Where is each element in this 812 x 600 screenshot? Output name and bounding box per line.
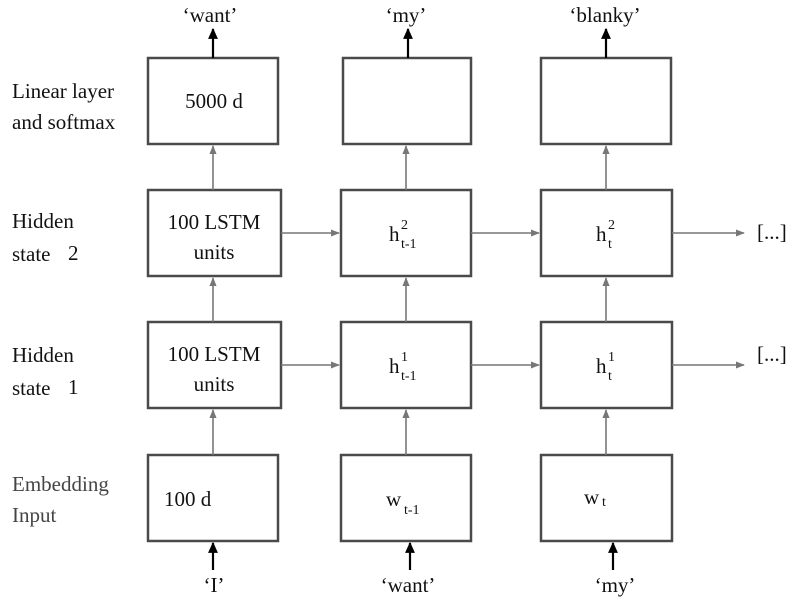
h1-t-symbol: h 1 t bbox=[596, 350, 615, 384]
row-label-embedding-line1: Embedding bbox=[12, 472, 109, 496]
linear-dim-label: 5000 d bbox=[185, 89, 243, 113]
hidden1-box-1 bbox=[146, 320, 283, 410]
hidden2-lstm-line2: units bbox=[194, 240, 235, 264]
hidden2-lstm-line1: 100 LSTM bbox=[168, 210, 261, 234]
h2-t-minus-1-symbol: h 2 t-1 bbox=[389, 218, 417, 252]
w-cur-sub: t bbox=[602, 495, 606, 510]
hidden2-box-2 bbox=[339, 188, 473, 278]
row-label-hidden-state-2: Hidden state 2 bbox=[12, 209, 79, 266]
h2-t-symbol: h 2 t bbox=[596, 218, 615, 252]
row-label-embedding: Embedding Input bbox=[12, 472, 109, 527]
continuation-hidden2: [...] bbox=[757, 220, 787, 244]
linear-box-2 bbox=[341, 56, 473, 146]
h2-prev-sup: 2 bbox=[401, 218, 408, 233]
hidden1-lstm-line2: units bbox=[194, 372, 235, 396]
h2-prev-base: h bbox=[389, 222, 400, 246]
input-word-3: ‘my’ bbox=[595, 573, 636, 597]
hidden1-box-3 bbox=[539, 320, 674, 410]
w-t-minus-1-symbol: w t-1 bbox=[386, 487, 420, 518]
input-word-1: ‘I’ bbox=[204, 573, 225, 597]
output-word-3: ‘blanky’ bbox=[569, 3, 640, 27]
h2-cur-base: h bbox=[596, 222, 607, 246]
row-label-hidden1-line1: Hidden bbox=[12, 343, 74, 367]
row-label-hidden-state-1: Hidden state 1 bbox=[12, 343, 79, 400]
output-word-1: ‘want’ bbox=[183, 3, 238, 27]
linear-box-1 bbox=[146, 56, 280, 146]
h2-cur-sub: t bbox=[608, 237, 612, 252]
w-t-symbol: w t bbox=[584, 485, 606, 510]
h1-t-minus-1-symbol: h 1 t-1 bbox=[389, 350, 417, 384]
h1-prev-sub: t-1 bbox=[401, 369, 417, 384]
embedding-box-2 bbox=[339, 453, 473, 543]
row-label-linear-line1: Linear layer bbox=[12, 79, 114, 103]
h1-prev-sup: 1 bbox=[401, 350, 408, 365]
embedding-box-3 bbox=[539, 453, 674, 543]
embedding-dim-label: 100 d bbox=[164, 487, 212, 511]
w-cur-base: w bbox=[584, 485, 600, 509]
hidden1-lstm-line1: 100 LSTM bbox=[168, 342, 261, 366]
row-label-hidden1-number: 1 bbox=[68, 375, 79, 399]
input-word-2: ‘want’ bbox=[381, 573, 436, 597]
row-label-embedding-line2: Input bbox=[12, 503, 56, 527]
h1-cur-base: h bbox=[596, 354, 607, 378]
h1-cur-sub: t bbox=[608, 369, 612, 384]
continuation-hidden1: [...] bbox=[757, 342, 787, 366]
linear-box-3 bbox=[539, 56, 673, 146]
w-prev-sub: t-1 bbox=[404, 503, 420, 518]
row-label-linear-line2: and softmax bbox=[12, 110, 116, 134]
w-prev-base: w bbox=[386, 487, 402, 511]
row-label-hidden2-number: 2 bbox=[68, 241, 79, 265]
row-label-hidden1-line2: state bbox=[12, 376, 50, 400]
embedding-box-1 bbox=[146, 453, 280, 543]
h1-prev-base: h bbox=[389, 354, 400, 378]
h1-cur-sup: 1 bbox=[608, 350, 615, 365]
row-label-hidden2-line2: state bbox=[12, 242, 50, 266]
h2-prev-sub: t-1 bbox=[401, 237, 417, 252]
row-label-linear: Linear layer and softmax bbox=[12, 79, 116, 134]
hidden2-box-3 bbox=[539, 188, 674, 278]
output-word-2: ‘my’ bbox=[386, 3, 427, 27]
hidden2-box-1 bbox=[146, 188, 283, 278]
hidden1-box-2 bbox=[339, 320, 473, 410]
row-label-hidden2-line1: Hidden bbox=[12, 209, 74, 233]
h2-cur-sup: 2 bbox=[608, 218, 615, 233]
